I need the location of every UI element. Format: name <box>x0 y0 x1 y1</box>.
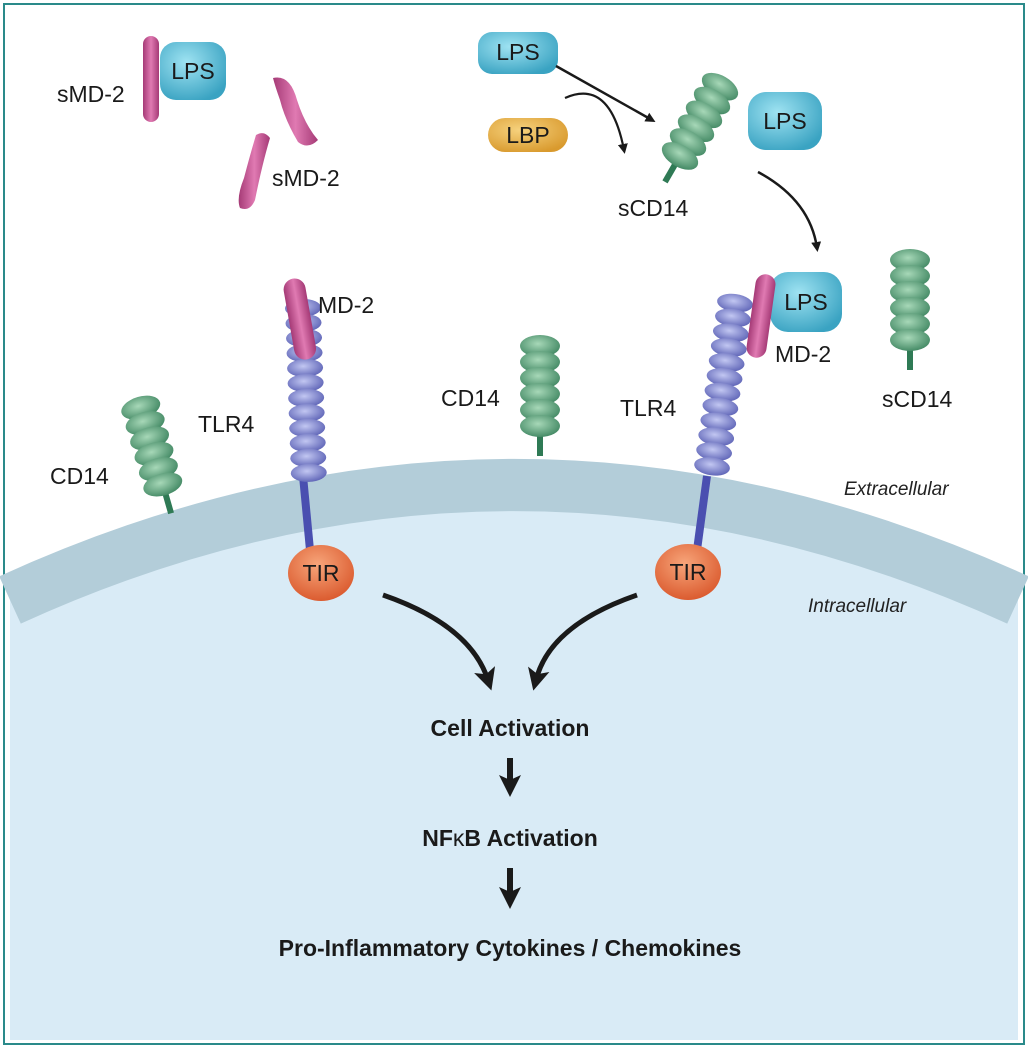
lps-top-icon <box>478 32 558 74</box>
tlr4-receptor-right: LPS MD-2 TLR4 TIR <box>620 272 842 600</box>
lps-scd14-label: LPS <box>763 108 806 134</box>
lps-right-label: LPS <box>784 289 827 315</box>
arrow-scd14-to-receptor <box>757 170 822 252</box>
smd2-lps-complex: LPS sMD-2 <box>57 36 226 122</box>
smd2-free-icon <box>273 77 318 146</box>
tir-left-label: TIR <box>302 560 339 586</box>
smd2-label-free: sMD-2 <box>272 165 340 191</box>
extracellular-label: Extracellular <box>844 479 949 500</box>
cell-activation-label: Cell Activation <box>431 715 590 741</box>
kappa-symbol: κ <box>453 825 465 851</box>
smd2-label-left: sMD-2 <box>57 81 125 107</box>
scd14-top-label: sCD14 <box>618 195 689 221</box>
scd14-right-label: sCD14 <box>882 386 953 412</box>
lps-icon <box>160 42 226 100</box>
md2-right-label: MD-2 <box>775 341 831 367</box>
cd14-left-label: CD14 <box>50 463 109 489</box>
md2-right-icon <box>746 274 776 358</box>
arrow-tir-left-to-activation <box>382 592 496 691</box>
tlr4-left-label: TLR4 <box>198 411 254 437</box>
lbp-label: LBP <box>506 122 549 148</box>
tir-right-icon <box>655 544 721 600</box>
tir-left-icon <box>288 545 354 601</box>
arrow-tir-right-to-activation <box>528 592 638 691</box>
smd2-icon <box>143 36 159 122</box>
lbp-icon <box>488 118 568 152</box>
cytokines-label: Pro-Inflammatory Cytokines / Chemokines <box>279 935 742 961</box>
arrow-lbp-curve <box>564 92 628 154</box>
lps-right-icon <box>770 272 842 332</box>
md2-left-label: MD-2 <box>318 292 374 318</box>
tir-right-label: TIR <box>669 559 706 585</box>
lps-scd14-icon <box>748 92 822 150</box>
nfkb-activation-label: NFκB Activation <box>422 825 598 851</box>
lps-top-label: LPS <box>496 39 539 65</box>
lps-label-smd2: LPS <box>171 58 214 84</box>
cell-interior <box>10 485 1018 1040</box>
cd14-mid-label: CD14 <box>441 385 500 411</box>
arrow-lps-to-scd14 <box>555 64 656 122</box>
md2-left-icon <box>283 278 317 360</box>
cell-membrane <box>0 459 1028 624</box>
free-smd2: sMD-2 <box>238 77 340 209</box>
tlr4-receptor-left: MD-2 TLR4 TIR <box>198 278 374 601</box>
lps-transfer: LPS LBP LPS sCD14 <box>478 32 822 252</box>
intracellular-label: Intracellular <box>808 596 907 617</box>
tlr4-right-label: TLR4 <box>620 395 676 421</box>
